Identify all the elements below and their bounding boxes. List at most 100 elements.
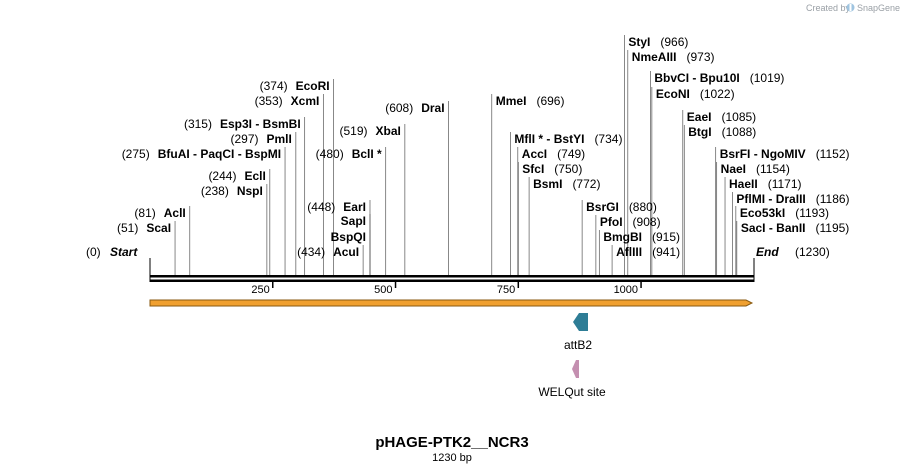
site-name: AflIII <box>616 245 642 259</box>
site-name: StyI <box>628 35 650 49</box>
site-name: EclI <box>244 169 265 183</box>
site-position: (238) <box>201 184 229 198</box>
site-position: (1195) <box>816 221 850 235</box>
site-name: Esp3I - BsmBI <box>220 117 301 131</box>
site-position: (696) <box>536 94 564 108</box>
restriction-site-label[interactable]: (749)AccI <box>522 147 585 161</box>
restriction-site-label[interactable]: BspQI <box>331 230 366 244</box>
orf-arrow[interactable] <box>149 299 754 307</box>
site-name: MmeI <box>496 94 527 108</box>
restriction-site-label[interactable]: (1019) BbvCI - Bpu10I <box>654 71 784 85</box>
restriction-site-label[interactable]: (353)XcmI <box>255 94 320 108</box>
restriction-site-label[interactable]: (908)PfoI <box>600 215 661 229</box>
site-position: (374) <box>260 79 288 93</box>
restriction-site-label[interactable]: (1085)EaeI <box>687 110 756 124</box>
restriction-site-label[interactable]: (734) MflI * - BstYI <box>514 132 622 146</box>
site-position: (244) <box>208 169 236 183</box>
start-pos-label: (0) <box>86 245 101 259</box>
start-label: Start <box>110 245 138 259</box>
restriction-site-label[interactable]: (519)XbaI <box>339 124 400 138</box>
site-position: (750) <box>554 162 582 176</box>
site-position: (434) <box>297 245 325 259</box>
restriction-site-label[interactable]: (448)EarI <box>307 200 366 214</box>
site-position: (1022) <box>700 87 735 101</box>
site-name: AcuI <box>333 245 359 259</box>
credit-text: Created by <box>806 3 851 13</box>
restriction-site-label[interactable]: (238) NspI <box>201 184 263 198</box>
restriction-site-label[interactable]: (1088)BtgI <box>688 125 756 139</box>
restriction-site-label[interactable]: (1022) EcoNI <box>656 87 735 101</box>
site-position: (915) <box>652 230 680 244</box>
feature-welqut-site[interactable]: WELQut site <box>538 360 606 399</box>
restriction-site-label[interactable]: (275)BfuAI - PaqCI - BspMI <box>122 147 281 161</box>
site-position: (297) <box>230 132 258 146</box>
site-position: (1019) <box>750 71 785 85</box>
site-name: Eco53kI <box>740 206 785 220</box>
site-position: (941) <box>652 245 680 259</box>
site-name: DraI <box>421 101 444 115</box>
site-name: EcoRI <box>296 79 330 93</box>
site-position: (1085) <box>721 110 756 124</box>
restriction-site-label[interactable]: (374) EcoRI <box>260 79 330 93</box>
restriction-site-label[interactable]: (772)BsmI <box>533 177 600 191</box>
restriction-site-label[interactable]: (880) BsrGI <box>586 200 657 214</box>
restriction-site-label[interactable]: (973)NmeAIII <box>632 50 715 64</box>
restriction-site-label[interactable]: (941) AflIII <box>616 245 680 259</box>
restriction-site-label[interactable]: (915) BmgBI <box>603 230 680 244</box>
site-name: BbvCI - Bpu10I <box>654 71 739 85</box>
ruler-tick-label: 750 <box>497 284 515 296</box>
feature-label-welqut-site: WELQut site <box>538 385 606 399</box>
feature-label-attb2: attB2 <box>564 338 592 352</box>
restriction-site-label[interactable]: (1152)BsrFI - NgoMIV <box>720 147 850 161</box>
feature-attb2[interactable]: attB2 <box>564 313 592 352</box>
restriction-site-label[interactable]: (696) MmeI <box>496 94 565 108</box>
restriction-site-label[interactable]: (434) AcuI <box>297 245 359 259</box>
site-name: AclI <box>164 206 186 220</box>
restriction-site-label[interactable]: (297) PmlI <box>230 132 291 146</box>
restriction-site-label[interactable]: (608)DraI <box>385 101 444 115</box>
plasmid-name: pHAGE-PTK2__NCR3 <box>375 434 528 451</box>
site-position: (519) <box>339 124 367 138</box>
site-lines <box>174 35 738 275</box>
restriction-site-label[interactable]: (1195)SacI - BanII <box>741 221 849 235</box>
restriction-site-label[interactable]: (244) EclI <box>208 169 265 183</box>
restriction-site-label[interactable]: (966)StyI <box>628 35 688 49</box>
site-position: (734) <box>594 132 622 146</box>
restriction-site-label[interactable]: (750) SfcI <box>522 162 582 176</box>
site-name: PfoI <box>600 215 623 229</box>
site-position: (81) <box>134 206 155 220</box>
site-position: (1186) <box>816 192 850 206</box>
restriction-site-label[interactable]: (1186)PflMI - DraIII <box>736 192 849 206</box>
site-name: EcoNI <box>656 87 690 101</box>
site-position: (1193) <box>795 206 829 220</box>
start-end-labels: (0) Start End (1230) <box>86 245 830 259</box>
site-name: PmlI <box>267 132 292 146</box>
site-position: (1152) <box>816 147 850 161</box>
site-position: (880) <box>629 200 657 214</box>
site-name: BmgBI <box>603 230 642 244</box>
site-name: SfcI <box>522 162 544 176</box>
restriction-site-label[interactable]: (315)Esp3I - BsmBI <box>184 117 301 131</box>
credit: Created by SnapGene <box>806 3 900 13</box>
site-name: BspQI <box>331 230 366 244</box>
site-name: NspI <box>237 184 263 198</box>
restriction-site-label[interactable]: (81) AclI <box>134 206 185 220</box>
restriction-site-label[interactable]: (1193) Eco53kI <box>740 206 829 220</box>
site-name: MflI * - BstYI <box>514 132 584 146</box>
site-position: (448) <box>307 200 335 214</box>
site-position: (973) <box>686 50 714 64</box>
restriction-site-label[interactable]: (1171)HaeII <box>729 177 801 191</box>
site-name: BsmI <box>533 177 562 191</box>
restriction-site-label[interactable]: (51)ScaI <box>117 221 171 235</box>
site-position: (1171) <box>768 177 802 191</box>
site-name: BsrGI <box>586 200 619 214</box>
site-name: XcmI <box>291 94 320 108</box>
restriction-site-label[interactable]: (1154)NaeI <box>721 162 790 176</box>
ruler-tick-label: 1000 <box>614 284 638 296</box>
credit-brand: SnapGene <box>857 3 900 13</box>
site-name: SapI <box>341 214 366 228</box>
restriction-site-label[interactable]: (480)BclI * <box>316 147 382 161</box>
restriction-site-label[interactable]: SapI <box>341 214 366 228</box>
